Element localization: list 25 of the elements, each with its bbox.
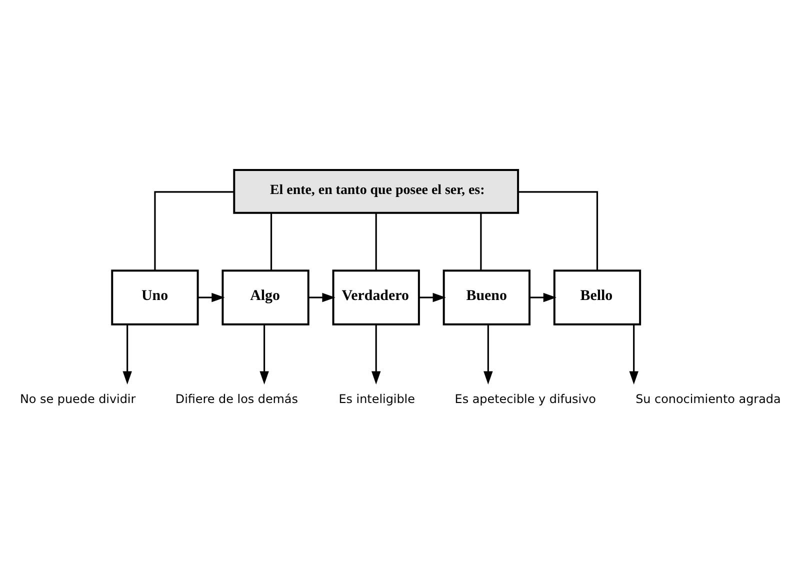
node-text: Es apetecible y difusivo [454,392,596,406]
node-box: El ente, en tanto que posee el ser, es: [233,169,520,214]
node-box: Bello [553,270,642,326]
connector [375,212,377,270]
arrow [260,324,269,384]
node-box: Algo [222,270,310,326]
arrow [371,324,381,384]
node-text: Su conocimiento agrada [636,392,781,406]
connector [518,191,598,271]
node-box: Bueno [442,270,530,326]
arrow [122,324,132,384]
node-text: Es inteligible [338,392,415,406]
arrow [629,324,638,384]
node-text: Difiere de los demás [175,392,298,406]
arrow [419,292,446,302]
node-text: No se puede dividir [20,392,136,406]
arrow [484,324,493,384]
connector [270,212,272,270]
arrow [530,292,557,302]
arrow [308,292,336,302]
node-box: Uno [111,270,199,326]
connector [154,191,234,271]
arrow [198,292,225,302]
node-box: Verdadero [332,270,420,326]
connector [480,212,482,270]
